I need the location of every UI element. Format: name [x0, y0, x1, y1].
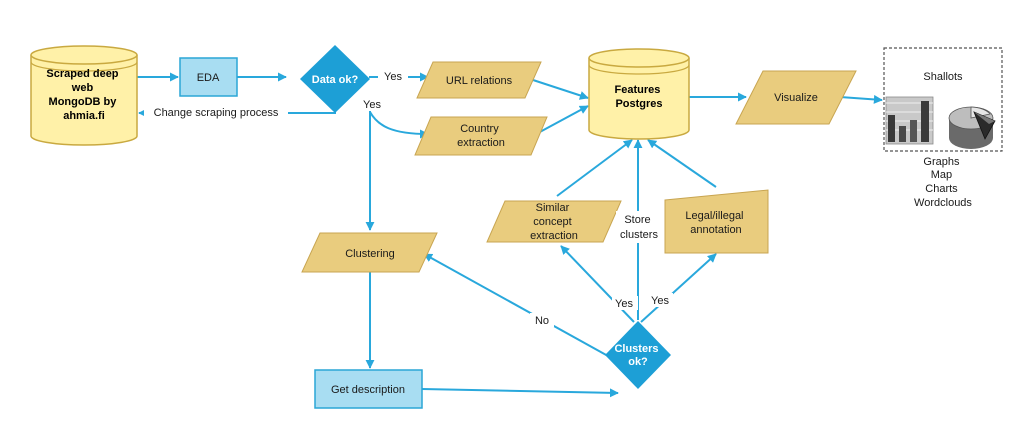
yes-url-label: Yes: [384, 71, 402, 83]
edge-similar-to-features: [556, 139, 633, 197]
edge-url-to-features: [532, 79, 589, 100]
edge-country-to-features: [537, 105, 589, 134]
url-relations-node: URL relations: [416, 61, 542, 99]
features-db-label: Features Postgres: [615, 84, 664, 110]
get-description-node: Get description: [314, 369, 423, 409]
clustering-node: Clustering: [301, 232, 438, 273]
country-extraction-shape: [414, 116, 548, 156]
edge-decision-to-country: [369, 111, 429, 139]
edge-no-to-clustering: [423, 253, 609, 357]
edge-labels: Change scraping process Yes Yes Store cl…: [144, 69, 673, 327]
clustering-label: Clustering: [345, 248, 395, 260]
shallots-title: Shallots: [923, 71, 963, 83]
legal-annotation-label: Legal/illegal annotation: [685, 210, 746, 236]
pie-chart-icon: [948, 106, 996, 149]
clusters-ok-decision: Clusters ok?: [605, 321, 671, 389]
yes-legal-label: Yes: [651, 295, 669, 307]
scraped-db-top: [30, 45, 138, 65]
features-db-node: Features Postgres: [588, 48, 690, 140]
bar-chart-icon: [885, 96, 934, 145]
shallots-node: Shallots Graphs Map Charts Wordclouds: [883, 47, 1003, 209]
get-description-box: [314, 369, 423, 409]
edge-visualize-to-shallots: [839, 94, 883, 104]
similar-concept-shape: [486, 200, 622, 243]
features-db-cylinder: [588, 58, 690, 140]
scraped-db-ring: [30, 61, 138, 72]
url-relations-shape: [416, 61, 542, 99]
scraped-db-node: Scraped deep web MongoDB by ahmia.fi: [30, 45, 138, 146]
features-db-ring: [588, 64, 690, 75]
edge-yes-legal: [640, 253, 717, 323]
eda-box: [179, 57, 238, 97]
legal-annotation-node: Legal/illegal annotation: [664, 189, 769, 254]
data-ok-decision: Data ok?: [300, 45, 370, 113]
edge-yes-similar: [560, 245, 635, 323]
clustering-shape: [301, 232, 438, 273]
no-label: No: [535, 315, 549, 327]
visualize-label: Visualize: [774, 92, 818, 104]
edge-legal-to-features: [647, 139, 717, 188]
url-relations-label: URL relations: [446, 75, 513, 87]
yes-similar-label: Yes: [615, 298, 633, 310]
legal-annotation-shape: [664, 189, 769, 254]
change-scraping-label: Change scraping process: [154, 107, 279, 119]
similar-concept-label: Similar concept extraction: [530, 202, 578, 242]
visualize-shape: [735, 70, 857, 125]
features-db-top: [588, 48, 690, 68]
country-extraction-label: Country extraction: [457, 123, 505, 149]
get-description-label: Get description: [331, 384, 405, 396]
country-extraction-node: Country extraction: [414, 116, 548, 156]
yes-down-label: Yes: [363, 99, 381, 111]
edge-description-to-clusters: [421, 388, 619, 398]
scraped-db-cylinder: [30, 55, 138, 146]
visualize-node: Visualize: [735, 70, 857, 125]
eda-node: EDA: [179, 57, 238, 97]
data-ok-diamond: [300, 45, 370, 113]
store-clusters-label: Store clusters: [620, 214, 658, 241]
similar-concept-node: Similar concept extraction: [486, 200, 622, 243]
data-ok-label: Data ok?: [312, 74, 359, 86]
scraped-db-label: Scraped deep web MongoDB by ahmia.fi: [46, 68, 121, 122]
clusters-ok-diamond: [605, 321, 671, 389]
eda-label: EDA: [197, 72, 220, 84]
clusters-ok-label: Clusters ok?: [614, 343, 661, 368]
shallots-items: Graphs Map Charts Wordclouds: [914, 156, 972, 209]
